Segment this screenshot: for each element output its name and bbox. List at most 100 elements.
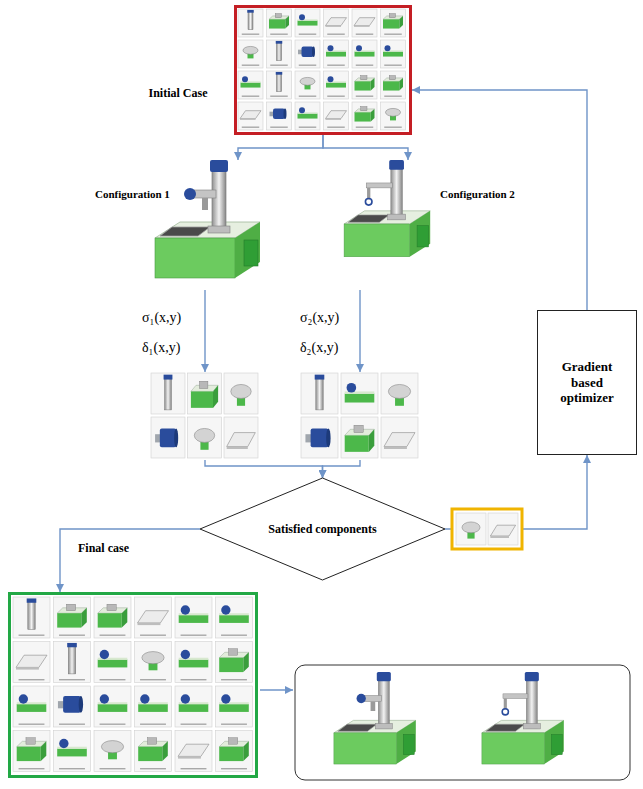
component-thumbnail <box>267 9 292 37</box>
rail-part <box>241 83 261 88</box>
thumbnail-frame <box>381 40 406 68</box>
block-fixture <box>389 76 395 80</box>
component-thumbnail <box>381 40 406 68</box>
thumbnail-frame <box>267 9 292 37</box>
rail-part <box>98 704 128 712</box>
block-fixture <box>147 738 156 744</box>
component-thumbnail <box>175 642 212 683</box>
caption-mark <box>221 724 247 725</box>
component-thumbnail <box>324 9 349 37</box>
knob-part <box>100 650 109 659</box>
motor-shaft <box>298 50 302 55</box>
flow-arrow <box>359 290 360 372</box>
component-thumbnail <box>94 642 131 683</box>
motor-body <box>160 428 176 447</box>
component-thumbnail <box>13 642 50 683</box>
side-motor <box>417 226 428 247</box>
rail-part <box>57 749 87 757</box>
block-front <box>383 19 399 28</box>
column <box>526 680 537 728</box>
chuck-plate <box>338 724 377 731</box>
block-fixture <box>354 425 363 432</box>
block-fixture <box>66 604 75 610</box>
caption-mark <box>242 127 260 128</box>
component-thumbnail <box>295 9 320 37</box>
caption-mark <box>19 724 45 725</box>
chuck-plate <box>160 227 210 236</box>
label-anchor: δ₁(x,y) <box>142 340 180 357</box>
block-fixture <box>275 14 281 18</box>
block-front <box>191 391 213 407</box>
base-side <box>396 720 416 764</box>
thumbnail-frame <box>135 642 172 683</box>
motor-shaft <box>270 112 274 117</box>
thumbnail-frame <box>216 597 253 638</box>
column <box>391 168 402 219</box>
thumbnail-frame <box>151 373 185 414</box>
column-foot <box>388 214 406 220</box>
caption-mark <box>270 96 288 97</box>
final-case-box: Final case <box>8 592 258 778</box>
disc-part <box>388 384 410 398</box>
caption-mark <box>384 65 402 66</box>
thumbnail-frame <box>135 597 172 638</box>
column-part <box>316 378 323 410</box>
arm <box>194 190 216 198</box>
disc-part <box>142 652 164 664</box>
column-part <box>165 378 172 410</box>
plate-edge <box>16 667 39 669</box>
knob-part <box>19 694 28 703</box>
thumbnail-frame <box>94 686 131 727</box>
component-thumbnail <box>135 642 172 683</box>
caption-mark <box>327 96 345 97</box>
component-grid: σ₁(x,y)δ₁(x,y) <box>150 372 260 460</box>
block-side <box>122 608 128 628</box>
knob-part <box>356 45 362 51</box>
thumbnail-frame <box>13 597 50 638</box>
thumbnail-frame <box>175 597 212 638</box>
caption-mark <box>59 679 85 680</box>
caption-mark <box>221 679 247 680</box>
thumbnail-frame <box>175 731 212 772</box>
base-front <box>482 733 544 764</box>
hand-knob <box>184 188 196 200</box>
block-front <box>219 747 243 761</box>
plate-edge <box>326 26 342 27</box>
caption-mark <box>19 679 45 680</box>
caption-mark <box>356 65 374 66</box>
motor-cap <box>312 46 315 57</box>
thumbnail-frame <box>54 597 91 638</box>
caption-mark <box>140 679 166 680</box>
caption-mark <box>19 768 45 769</box>
disc-part <box>462 522 480 533</box>
plate-edge <box>240 119 256 120</box>
plate-part <box>326 18 347 26</box>
thumbnail-frame <box>135 731 172 772</box>
arm <box>364 695 381 701</box>
thumbnail-frame <box>54 642 91 683</box>
block-fixture <box>361 107 367 111</box>
caption-mark <box>299 127 317 128</box>
thumbnail-frame <box>54 731 91 772</box>
caption-mark <box>327 34 345 35</box>
thumbnail-frame <box>151 417 185 458</box>
pendant <box>367 188 370 199</box>
plate-edge <box>227 447 248 450</box>
knob-part <box>221 605 230 614</box>
disc-part <box>194 428 214 442</box>
plate-edge <box>490 536 509 538</box>
result-frame <box>295 665 630 780</box>
thumbnail-frame <box>324 9 349 37</box>
caption-mark <box>181 724 207 725</box>
block-front <box>355 81 371 90</box>
knob-part <box>328 76 334 82</box>
decision-text: Satisfied components <box>268 522 378 536</box>
knob-part <box>299 14 305 20</box>
motor-part <box>164 375 173 380</box>
disc-part <box>243 46 258 54</box>
thumbnail-frame <box>238 9 263 37</box>
plate-part <box>490 525 515 536</box>
block-side <box>399 16 403 29</box>
component-thumbnail <box>267 71 292 99</box>
